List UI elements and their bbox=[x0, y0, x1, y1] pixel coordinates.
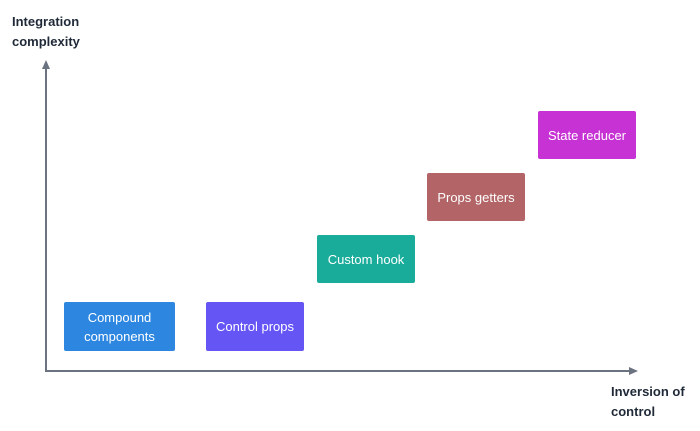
custom-hook-box: Custom hook bbox=[317, 235, 415, 283]
props-getters-box: Props getters bbox=[427, 173, 525, 221]
state-reducer-box: State reducer bbox=[538, 111, 636, 159]
y-axis-arrowhead bbox=[42, 60, 50, 69]
x-axis-arrowhead bbox=[629, 367, 638, 375]
y-axis-label: Integration complexity bbox=[12, 14, 80, 49]
x-axis-label: Inversion of control bbox=[611, 384, 685, 419]
compound-components-box: Compound components bbox=[64, 302, 175, 351]
control-props-box: Control props bbox=[206, 302, 304, 351]
